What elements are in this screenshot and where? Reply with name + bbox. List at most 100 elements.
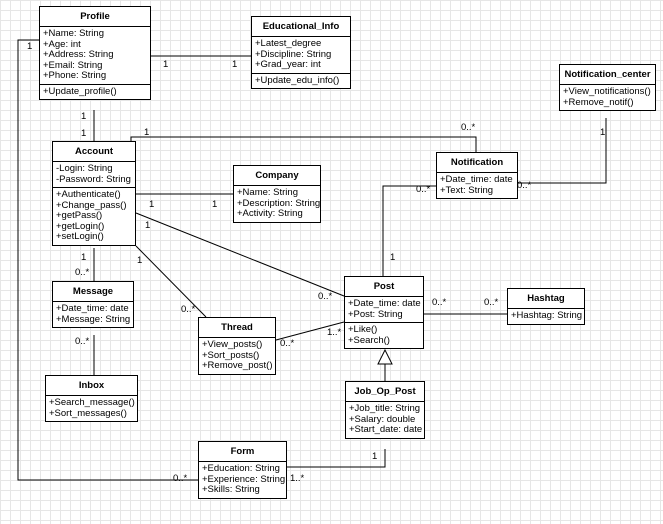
class-name: Job_Op_Post — [346, 382, 424, 402]
attribute: -Password: String — [56, 173, 131, 185]
class-notification-center[interactable]: Notification_center +View_notifications(… — [559, 64, 656, 111]
class-attributes: +Name: String +Description: String +Acti… — [234, 186, 320, 222]
attribute: +Salary: double — [349, 413, 416, 425]
class-name: Inbox — [46, 376, 137, 396]
attribute: +Email: String — [43, 59, 103, 71]
edge-thread-post — [275, 321, 345, 341]
class-attributes: +Date_time: date +Message: String — [53, 302, 133, 327]
class-name: Notification_center — [560, 65, 655, 85]
class-notification[interactable]: Notification +Date_time: date +Text: Str… — [436, 152, 518, 199]
attribute: +Latest_degree — [255, 38, 322, 49]
multiplicity-label: 0..* — [416, 184, 431, 195]
operation: +setLogin() — [56, 231, 104, 242]
class-attributes: +Name: String +Age: int +Address: String… — [40, 27, 150, 84]
operation: +Remove_post() — [202, 360, 273, 371]
class-operations: +Update_edu_info() — [252, 72, 350, 89]
attribute: +Education: String — [202, 463, 280, 474]
class-form[interactable]: Form +Education: String +Experience: Str… — [198, 441, 287, 499]
edge-profile-form — [17, 39, 198, 481]
class-name: Profile — [40, 7, 150, 27]
class-operations: +View_notifications() +Remove_notif() — [560, 85, 655, 110]
operation: +Like() — [348, 324, 378, 335]
class-profile[interactable]: Profile +Name: String +Age: int +Address… — [39, 6, 151, 100]
class-thread[interactable]: Thread +View_posts() +Sort_posts() +Remo… — [198, 317, 276, 375]
class-hashtag[interactable]: Hashtag +Hashtag: String — [507, 288, 585, 325]
attribute: +Name: String — [237, 187, 298, 198]
multiplicity-label: 0..* — [173, 473, 188, 484]
multiplicity-label: 1 — [144, 127, 150, 138]
class-name: Hashtag — [508, 289, 584, 309]
multiplicity-label: 1 — [149, 199, 155, 210]
attribute: +Grad_year: int — [255, 59, 321, 70]
attribute: +Age: int — [43, 38, 81, 50]
attribute: +Phone: String — [43, 70, 107, 81]
class-name: Company — [234, 166, 320, 186]
class-message[interactable]: Message +Date_time: date +Message: Strin… — [52, 281, 134, 328]
attribute: +Description: String — [237, 197, 321, 209]
class-inbox[interactable]: Inbox +Search_message() +Sort_messages() — [45, 375, 138, 422]
operation: +View_posts() — [202, 339, 263, 350]
operation: +Change_pass() — [56, 199, 127, 211]
class-post[interactable]: Post +Date_time: date +Post: String +Lik… — [344, 276, 424, 349]
multiplicity-label: 0..* — [484, 297, 499, 308]
class-operations: +Update_profile() — [40, 83, 150, 100]
multiplicity-label: 0..* — [432, 297, 447, 308]
operation: +Search_message() — [49, 397, 135, 408]
edge-account-post — [135, 212, 345, 297]
multiplicity-label: 1 — [81, 252, 87, 263]
class-attributes: +Job_title: String +Salary: double +Star… — [346, 402, 424, 438]
operation: +getLogin() — [56, 220, 105, 232]
edge-account-notification — [130, 136, 477, 152]
edge-notification_center-notification — [518, 118, 607, 184]
class-attributes: +Hashtag: String — [508, 309, 584, 324]
operation: +Update_profile() — [43, 85, 117, 97]
multiplicity-label: 0..* — [75, 267, 90, 278]
operation: +Update_edu_info() — [255, 74, 340, 86]
multiplicity-label: 1 — [163, 59, 169, 70]
class-account[interactable]: Account -Login: String -Password: String… — [52, 141, 136, 246]
attribute: +Skills: String — [202, 484, 260, 495]
operation: +View_notifications() — [563, 86, 651, 97]
class-company[interactable]: Company +Name: String +Description: Stri… — [233, 165, 321, 223]
multiplicity-label: 1 — [372, 451, 378, 462]
edge-post-notification — [382, 185, 436, 276]
class-attributes: +Date_time: date +Text: String — [437, 173, 517, 198]
attribute: +Post: String — [348, 308, 403, 320]
multiplicity-label: 0..* — [318, 291, 333, 302]
attribute: +Date_time: date — [56, 303, 129, 314]
class-operations: +Authenticate() +Change_pass() +getPass(… — [53, 187, 135, 245]
multiplicity-label: 1 — [232, 59, 238, 70]
operation: +Sort_posts() — [202, 349, 260, 361]
operation: +Search() — [348, 334, 390, 346]
multiplicity-label: 1..* — [290, 473, 305, 484]
class-operations: +View_posts() +Sort_posts() +Remove_post… — [199, 338, 275, 374]
attribute: +Job_title: String — [349, 403, 421, 414]
edge-account-thread — [135, 245, 207, 318]
attribute: +Address: String — [43, 49, 114, 60]
class-job-op-post[interactable]: Job_Op_Post +Job_title: String +Salary: … — [345, 381, 425, 439]
multiplicity-label: 1 — [81, 128, 87, 139]
attribute: +Experience: String — [202, 473, 286, 485]
class-operations: +Search_message() +Sort_messages() — [46, 396, 137, 421]
class-name: Thread — [199, 318, 275, 338]
multiplicity-label: 1 — [212, 199, 218, 210]
operation: +Authenticate() — [56, 189, 121, 200]
multiplicity-label: 1 — [137, 255, 143, 266]
class-name: Form — [199, 442, 286, 462]
multiplicity-label: 1 — [145, 220, 151, 231]
class-name: Educational_Info — [252, 17, 350, 37]
class-educational-info[interactable]: Educational_Info +Latest_degree +Discipl… — [251, 16, 351, 89]
attribute: +Hashtag: String — [511, 310, 583, 321]
attribute: +Date_time: date — [440, 174, 513, 185]
class-name: Message — [53, 282, 133, 302]
edge-job_op_post-form — [287, 449, 386, 468]
operation: +getPass() — [56, 210, 103, 221]
multiplicity-label: 1 — [600, 127, 606, 138]
attribute: +Date_time: date — [348, 298, 421, 309]
multiplicity-label: 0..* — [181, 304, 196, 315]
operation: +Sort_messages() — [49, 407, 127, 419]
class-attributes: +Education: String +Experience: String +… — [199, 462, 286, 498]
attribute: +Discipline: String — [255, 48, 332, 60]
